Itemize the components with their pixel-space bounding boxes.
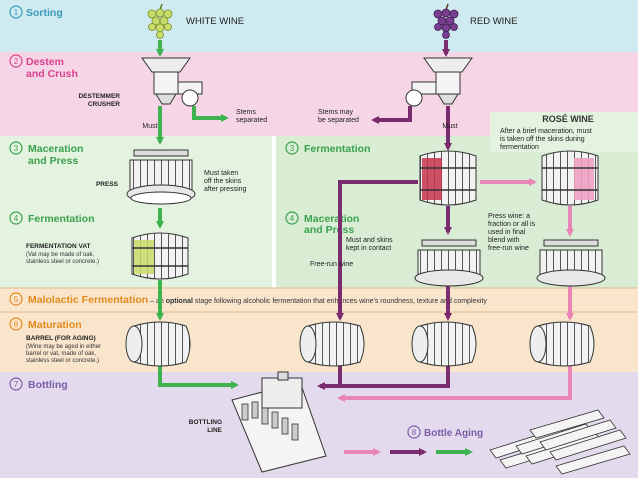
svg-text:free-run wine: free-run wine bbox=[488, 245, 529, 252]
stage-4a-header: 4 Fermentation bbox=[9, 211, 95, 225]
press-label: PRESS bbox=[96, 181, 119, 188]
band-sorting bbox=[0, 0, 638, 52]
svg-text:stainless steel or concrete.): stainless steel or concrete.) bbox=[26, 259, 99, 265]
stage-3a-header: 3 Maceration and Press bbox=[9, 141, 83, 167]
rose-description: After a brief maceration, must bbox=[500, 128, 592, 135]
stage-title-malolactic: Malolactic Fermentation bbox=[28, 294, 148, 306]
free-run-wine-label: Free-run wine bbox=[310, 261, 353, 268]
svg-text:3: 3 bbox=[14, 144, 19, 153]
stems-may-be-separated-label: Stems may bbox=[318, 109, 354, 116]
stage-7-header: 7 Bottling bbox=[9, 377, 68, 391]
band-bottling bbox=[0, 372, 638, 478]
svg-text:CRUSHER: CRUSHER bbox=[88, 101, 120, 108]
svg-text:is taken off the skins during: is taken off the skins during bbox=[500, 136, 585, 143]
svg-text:and Press: and Press bbox=[28, 155, 78, 167]
svg-text:3: 3 bbox=[290, 144, 295, 153]
bottles-aging-icon bbox=[489, 409, 631, 475]
stage-6-header: 6 Maturation bbox=[9, 317, 82, 331]
bottling-line-label: BOTTLING bbox=[189, 419, 222, 426]
stage-1-header: 1 Sorting bbox=[9, 5, 63, 19]
svg-text:2: 2 bbox=[14, 57, 19, 66]
svg-text:fermentation: fermentation bbox=[500, 144, 539, 151]
stage-title-maceration-red: Maceration bbox=[304, 213, 359, 225]
barrel-red-free-run-icon bbox=[299, 321, 365, 367]
red-wine-flow bbox=[317, 40, 452, 456]
svg-text:and Press: and Press bbox=[304, 224, 354, 236]
stage-title-sorting: Sorting bbox=[26, 7, 63, 19]
fermentation-vat-label: FERMENTATION VAT bbox=[26, 243, 91, 250]
stage-title-bottling: Bottling bbox=[28, 379, 68, 391]
svg-text:6: 6 bbox=[14, 320, 19, 329]
white-wine-label: WHITE WINE bbox=[186, 16, 244, 27]
band-rose-header bbox=[490, 112, 638, 152]
stage-title-bottle-aging: Bottle Aging bbox=[424, 428, 483, 439]
svg-text:be separated: be separated bbox=[318, 117, 359, 124]
stage-title-maturation: Maturation bbox=[28, 319, 82, 331]
destemmer-crusher-white-icon bbox=[141, 57, 203, 107]
fermentation-vat-white-icon bbox=[131, 232, 189, 280]
rose-wine-flow bbox=[337, 178, 574, 456]
svg-text:(Wine may be aged in either: (Wine may be aged in either bbox=[26, 344, 101, 350]
svg-text:off the skins: off the skins bbox=[204, 178, 242, 185]
svg-text:(Vat may be made of oak,: (Vat may be made of oak, bbox=[26, 252, 95, 258]
svg-text:4: 4 bbox=[290, 214, 295, 223]
bottling-line-icon bbox=[231, 371, 327, 473]
stage-title-fermentation-white: Fermentation bbox=[28, 213, 95, 225]
svg-text:LINE: LINE bbox=[207, 427, 222, 434]
stage-8-header: 8 Bottle Aging bbox=[407, 425, 483, 439]
fermentation-vat-rose-icon bbox=[541, 150, 599, 206]
must-taken-label: Must taken bbox=[204, 170, 238, 177]
svg-text:8: 8 bbox=[412, 428, 417, 437]
svg-text:1: 1 bbox=[14, 8, 19, 17]
svg-text:fraction or all is: fraction or all is bbox=[488, 221, 536, 228]
stage-title-destem: Destem bbox=[26, 56, 64, 68]
svg-text:7: 7 bbox=[14, 380, 19, 389]
fermentation-vat-red-icon bbox=[419, 150, 477, 206]
stage-2-header: 2 Destem and Crush bbox=[9, 54, 78, 80]
svg-text:and Crush: and Crush bbox=[26, 68, 78, 80]
red-wine-label: RED WINE bbox=[470, 16, 518, 27]
destemmer-label: DESTEMMER bbox=[78, 93, 120, 100]
white-grapes-icon bbox=[147, 3, 173, 39]
svg-text:used in final: used in final bbox=[488, 229, 526, 236]
must-red-label: Must bbox=[442, 123, 457, 130]
band-malolactic bbox=[0, 288, 638, 312]
svg-text:5: 5 bbox=[14, 295, 19, 304]
destemmer-crusher-red-icon bbox=[405, 57, 473, 107]
white-wine-flow bbox=[156, 40, 239, 389]
press-red-icon bbox=[414, 239, 484, 287]
stage-title-maceration-white: Maceration bbox=[28, 143, 83, 155]
barrel-label: BARREL (FOR AGING) bbox=[26, 335, 96, 342]
barrel-red-press-icon bbox=[411, 321, 477, 367]
barrel-white-icon bbox=[125, 321, 191, 367]
stage-title-fermentation-red: Fermentation bbox=[304, 143, 371, 155]
svg-text:blend with: blend with bbox=[488, 237, 520, 244]
stems-separated-label: Stems bbox=[236, 109, 256, 116]
stage-3b-header: 3 Fermentation bbox=[285, 141, 371, 155]
svg-text:separated: separated bbox=[236, 117, 267, 124]
svg-text:barrel or vat, made of oak,: barrel or vat, made of oak, bbox=[26, 351, 96, 357]
red-grapes-icon bbox=[433, 3, 459, 39]
svg-text:stainless steel or concrete.): stainless steel or concrete.) bbox=[26, 358, 99, 364]
press-white-icon bbox=[126, 149, 196, 205]
must-white-label: Must bbox=[142, 123, 157, 130]
svg-text:after pressing: after pressing bbox=[204, 186, 247, 193]
must-skins-contact-label: Must and skins bbox=[346, 237, 393, 244]
press-wine-label: Press wine: a bbox=[488, 213, 530, 220]
svg-text:4: 4 bbox=[14, 214, 19, 223]
svg-text:kept in contact: kept in contact bbox=[346, 245, 391, 252]
rose-wine-label: ROSÉ WINE bbox=[542, 114, 594, 124]
press-rose-icon bbox=[536, 239, 606, 287]
barrel-rose-icon bbox=[529, 321, 595, 367]
